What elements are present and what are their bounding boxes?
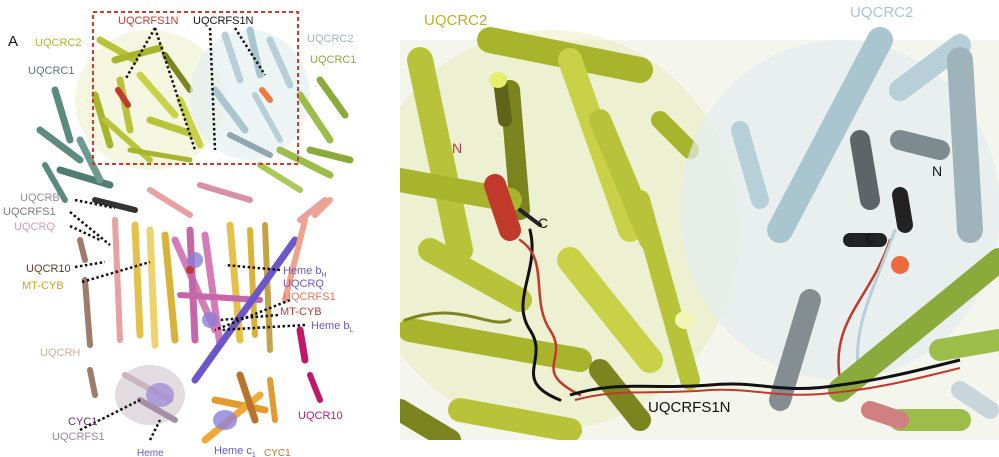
label-uqcrh: UQCRH <box>40 347 80 359</box>
uqcrc2-left-structure <box>400 27 740 451</box>
label-uqcrb: UQCRB <box>20 192 60 204</box>
label-mtcyb: MT-CYB <box>22 280 64 292</box>
uqcrc2-right-region <box>190 26 310 160</box>
label-uqcrfs1-bottom: UQCRFS1 <box>52 431 105 443</box>
label-uqcrfs1n-black: UQCRFS1N <box>193 15 254 27</box>
label-n-left: N <box>452 140 462 156</box>
label-uqcrfs1: UQCRFS1 <box>3 206 56 218</box>
uqcrfs1n-linker <box>569 358 961 397</box>
label-uqcrfs1n-b: UQCRFS1N <box>648 399 731 416</box>
label-uqcrc2-left-b: UQCRC2 <box>424 12 487 29</box>
label-heme-bh: Heme bH <box>283 265 327 279</box>
uqcrc1-right-region <box>257 76 354 193</box>
uqcrc2-right-structure <box>680 27 999 411</box>
panel-a-illustration: A UQCRC2 UQCRFS1N UQCRFS1N UQCRC2 UQCRC1… <box>3 11 356 457</box>
panel-b-illustration: B UQCRC2 UQCRC2 N C N C UQCRFS1N <box>400 4 999 457</box>
panel-b: B UQCRC2 UQCRC2 N C N C UQCRFS1N <box>400 0 999 457</box>
label-uqcrfs1-right: UQCRFS1 <box>283 291 336 303</box>
label-heme-bl: Heme bL <box>311 320 354 334</box>
membrane-region <box>77 182 333 384</box>
label-uqcrc1-right: UQCRC1 <box>310 54 356 66</box>
label-c-right: C <box>866 231 875 246</box>
bottom-region <box>87 365 323 444</box>
label-uqcrfs1n-red: UQCRFS1N <box>118 15 179 27</box>
complex-structure <box>36 26 354 444</box>
uqcrc1-left-region <box>36 86 114 203</box>
label-cyc1-right: CYC1 <box>264 448 291 457</box>
label-c-mid: C <box>538 215 548 231</box>
label-uqcrc2-right: UQCRC2 <box>307 33 353 45</box>
uqcrc2-left-region <box>75 30 225 170</box>
uqcrfs1n-linker-red <box>574 367 961 401</box>
label-uqcrc2-right-b: UQCRC2 <box>850 4 913 21</box>
label-uqcr10: UQCR10 <box>26 263 71 275</box>
label-heme-c1: Heme c1 <box>214 445 256 457</box>
panel-a-letter: A <box>8 33 18 50</box>
pointer-lines <box>69 27 306 441</box>
label-uqcrc2-left: UQCRC2 <box>35 37 81 49</box>
label-uqcrc1-left: UQCRC1 <box>28 65 74 77</box>
dashed-highlight-box <box>92 11 299 165</box>
label-n-right: N <box>932 163 942 179</box>
label-uqcr10-right: UQCR10 <box>298 410 343 422</box>
label-heme-bottom: Heme <box>137 448 164 457</box>
label-mtcyb-right: MT-CYB <box>280 306 322 318</box>
label-uqcrq-right: UQCRQ <box>283 278 324 290</box>
label-cyc1: CYC1 <box>68 416 97 428</box>
panel-a: A UQCRC2 UQCRFS1N UQCRFS1N UQCRC2 UQCRC1… <box>0 0 384 457</box>
label-uqcrq: UQCRQ <box>14 221 55 233</box>
uqcrc1-right-structure <box>828 248 999 431</box>
